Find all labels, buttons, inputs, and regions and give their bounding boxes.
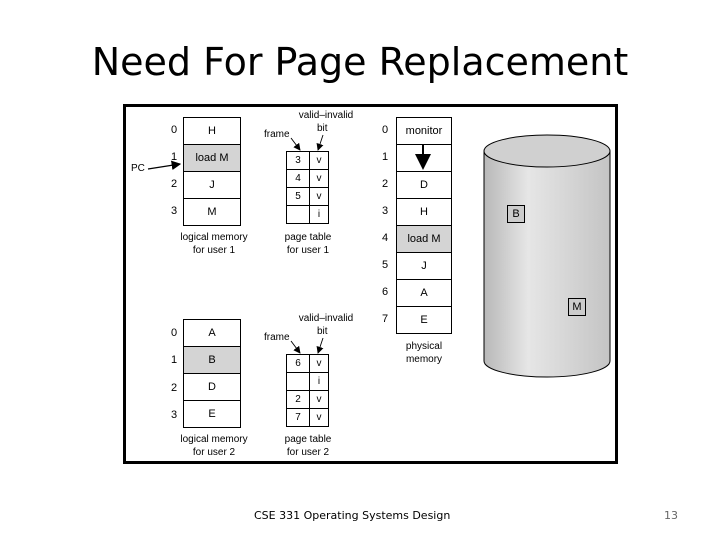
u1-pt-caption-1: page table — [284, 232, 332, 243]
u1-logical-page-2: J — [183, 171, 241, 199]
phys-frame-2: D — [396, 171, 452, 199]
slide-page-number: 13 — [664, 509, 678, 522]
u1-pt-caption-2: for user 1 — [286, 245, 330, 256]
u2-logical-caption-2: for user 2 — [192, 447, 236, 458]
u1-pt-frame-0: 3 — [286, 151, 310, 170]
phys-index-2: 2 — [381, 178, 389, 190]
phys-index-4: 4 — [381, 232, 389, 244]
phys-caption-1: physical — [405, 341, 443, 352]
disk-item-m: M — [568, 298, 586, 316]
u2-pt-frame-0: 6 — [286, 354, 310, 373]
phys-frame-7: E — [396, 306, 452, 334]
u2-pt-bit-3: v — [309, 408, 329, 427]
u2-pt-caption-2: for user 2 — [286, 447, 330, 458]
phys-frame-3: H — [396, 198, 452, 226]
u1-index-3: 3 — [170, 205, 178, 217]
u2-logical-caption-1: logical memory — [180, 434, 248, 445]
pc-arrow — [147, 160, 182, 171]
u1-logical-caption-1: logical memory — [180, 232, 248, 243]
u1-logical-page-0: H — [183, 117, 241, 145]
phys-index-3: 3 — [381, 205, 389, 217]
phys-index-0: 0 — [381, 124, 389, 136]
bit-pointer-arrow-user2 — [316, 337, 324, 354]
phys-frame-1 — [396, 144, 452, 172]
u2-pt-bit-1: i — [309, 372, 329, 391]
slide-footer: CSE 331 Operating Systems Design — [254, 509, 451, 522]
u2-index-0: 0 — [170, 327, 178, 339]
u1-pt-frame-1: 4 — [286, 169, 310, 188]
u1-pt-bit-2: v — [309, 187, 329, 206]
u1-pt-bit-0: v — [309, 151, 329, 170]
disk-item-b: B — [507, 205, 525, 223]
u1-logical-page-3: M — [183, 198, 241, 226]
u2-pt-frame-2: 2 — [286, 390, 310, 409]
phys-caption-2: memory — [405, 354, 443, 365]
u2-index-2: 2 — [170, 382, 178, 394]
u2-pt-header-top: valid–invalid — [298, 313, 354, 324]
phys-index-1: 1 — [381, 151, 389, 163]
u1-pt-header-bit: bit — [317, 123, 328, 134]
u1-index-1: 1 — [170, 151, 178, 163]
disk-cylinder — [483, 134, 611, 378]
pc-label: PC — [131, 163, 145, 174]
u1-index-2: 2 — [170, 178, 178, 190]
u2-logical-page-1: B — [183, 346, 241, 374]
phys-index-5: 5 — [381, 259, 389, 271]
u2-pt-caption-1: page table — [284, 434, 332, 445]
phys-frame-0: monitor — [396, 117, 452, 145]
u1-pt-header-top: valid–invalid — [298, 110, 354, 121]
bit-pointer-arrow-user1 — [316, 134, 324, 151]
u1-logical-page-1: load M — [183, 144, 241, 172]
u1-logical-caption-2: for user 1 — [192, 245, 236, 256]
u2-pt-frame-1 — [286, 372, 310, 391]
u2-logical-page-0: A — [183, 319, 241, 347]
phys-index-7: 7 — [381, 313, 389, 325]
phys-frame-5: J — [396, 252, 452, 280]
u2-logical-page-2: D — [183, 373, 241, 401]
frame-pointer-arrow-user2 — [290, 340, 301, 354]
u1-index-0: 0 — [170, 124, 178, 136]
u1-pt-frame-label: frame — [264, 129, 290, 140]
u2-pt-frame-label: frame — [264, 332, 290, 343]
u2-pt-frame-3: 7 — [286, 408, 310, 427]
u2-logical-page-3: E — [183, 400, 241, 428]
phys-frame-6: A — [396, 279, 452, 307]
u2-pt-bit-0: v — [309, 354, 329, 373]
u2-index-1: 1 — [170, 354, 178, 366]
u1-pt-bit-3: i — [309, 205, 329, 224]
u1-pt-frame-3 — [286, 205, 310, 224]
u2-index-3: 3 — [170, 409, 178, 421]
u2-pt-bit-2: v — [309, 390, 329, 409]
u1-pt-bit-1: v — [309, 169, 329, 188]
phys-index-6: 6 — [381, 286, 389, 298]
frame-pointer-arrow-user1 — [290, 137, 301, 151]
phys-frame-4: load M — [396, 225, 452, 253]
u2-pt-header-bit: bit — [317, 326, 328, 337]
u1-pt-frame-2: 5 — [286, 187, 310, 206]
slide-title: Need For Page Replacement — [91, 40, 629, 84]
